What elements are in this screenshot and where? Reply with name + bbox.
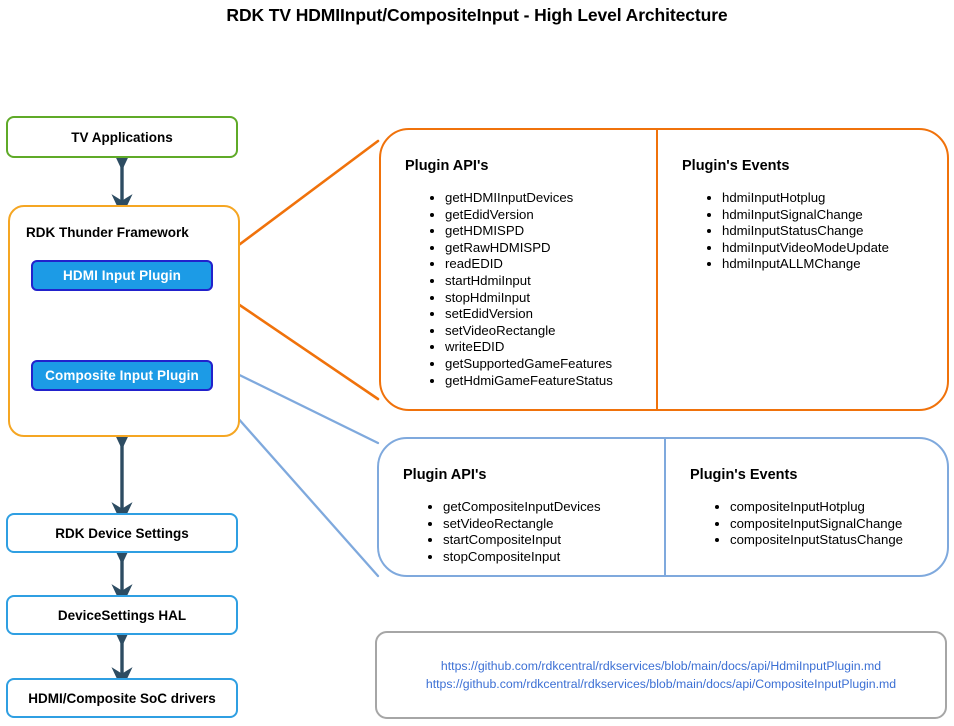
list-item: writeEDID	[445, 339, 646, 356]
plugin-hdmi-input[interactable]: HDMI Input Plugin	[31, 260, 213, 291]
box-rdk-thunder-framework[interactable]: RDK Thunder Framework	[8, 205, 240, 437]
plugin-composite-input[interactable]: Composite Input Plugin	[31, 360, 213, 391]
page-title: RDK TV HDMIInput/CompositeInput - High L…	[226, 5, 728, 25]
box-tv-applications[interactable]: TV Applications	[6, 116, 238, 158]
panel-hdmi-api-column: Plugin API's getHDMIInputDevices getEdid…	[381, 130, 656, 409]
panel-hdmi-events-column: Plugin's Events hdmiInputHotplug hdmiInp…	[658, 130, 949, 409]
panel-composite-api-list: getCompositeInputDevices setVideoRectang…	[403, 499, 654, 565]
link-composite-input-plugin-doc[interactable]: https://github.com/rdkcentral/rdkservice…	[425, 677, 897, 691]
reference-links-box: https://github.com/rdkcentral/rdkservice…	[375, 631, 947, 719]
list-item: getRawHDMISPD	[445, 240, 646, 257]
panel-hdmi-input: Plugin API's getHDMIInputDevices getEdid…	[379, 128, 949, 411]
framework-label: RDK Thunder Framework	[26, 225, 189, 240]
list-item: hdmiInputStatusChange	[722, 223, 939, 240]
box-soc-drivers-label: HDMI/Composite SoC drivers	[28, 690, 216, 706]
panel-composite-divider	[664, 439, 666, 575]
list-item: getHdmiGameFeatureStatus	[445, 373, 646, 390]
plugin-hdmi-input-label: HDMI Input Plugin	[63, 268, 181, 283]
box-devicesettings-hal[interactable]: DeviceSettings HAL	[6, 595, 238, 635]
box-tv-applications-label: TV Applications	[71, 129, 173, 145]
list-item: setEdidVersion	[445, 306, 646, 323]
list-item: startCompositeInput	[443, 532, 654, 549]
box-devicesettings-hal-label: DeviceSettings HAL	[57, 607, 187, 623]
list-item: hdmiInputALLMChange	[722, 256, 939, 273]
box-soc-drivers[interactable]: HDMI/Composite SoC drivers	[6, 678, 238, 718]
list-item: getHDMIInputDevices	[445, 190, 646, 207]
list-item: compositeInputSignalChange	[730, 516, 939, 533]
list-item: getHDMISPD	[445, 223, 646, 240]
panel-composite-input: Plugin API's getCompositeInputDevices se…	[377, 437, 949, 577]
list-item: stopCompositeInput	[443, 549, 654, 566]
list-item: setVideoRectangle	[445, 323, 646, 340]
box-rdk-device-settings[interactable]: RDK Device Settings	[6, 513, 238, 553]
panel-composite-api-title: Plugin API's	[403, 467, 487, 483]
panel-hdmi-api-title: Plugin API's	[405, 158, 489, 174]
list-item: hdmiInputHotplug	[722, 190, 939, 207]
list-item: readEDID	[445, 256, 646, 273]
list-item: compositeInputStatusChange	[730, 532, 939, 549]
list-item: hdmiInputSignalChange	[722, 207, 939, 224]
list-item: setVideoRectangle	[443, 516, 654, 533]
panel-hdmi-events-title: Plugin's Events	[682, 158, 790, 174]
link-hdmi-input-plugin-doc[interactable]: https://github.com/rdkcentral/rdkservice…	[440, 659, 882, 673]
plugin-composite-input-label: Composite Input Plugin	[45, 368, 199, 383]
list-item: startHdmiInput	[445, 273, 646, 290]
box-rdk-device-settings-label: RDK Device Settings	[55, 525, 189, 541]
list-item: getEdidVersion	[445, 207, 646, 224]
panel-composite-api-column: Plugin API's getCompositeInputDevices se…	[379, 439, 664, 575]
list-item: stopHdmiInput	[445, 290, 646, 307]
panel-hdmi-events-list: hdmiInputHotplug hdmiInputSignalChange h…	[682, 190, 939, 273]
panel-hdmi-divider	[656, 130, 658, 409]
list-item: compositeInputHotplug	[730, 499, 939, 516]
list-item: getSupportedGameFeatures	[445, 356, 646, 373]
panel-composite-events-title: Plugin's Events	[690, 467, 798, 483]
list-item: hdmiInputVideoModeUpdate	[722, 240, 939, 257]
list-item: getCompositeInputDevices	[443, 499, 654, 516]
panel-composite-events-list: compositeInputHotplug compositeInputSign…	[690, 499, 939, 549]
panel-composite-events-column: Plugin's Events compositeInputHotplug co…	[666, 439, 949, 575]
panel-hdmi-api-list: getHDMIInputDevices getEdidVersion getHD…	[405, 190, 646, 389]
